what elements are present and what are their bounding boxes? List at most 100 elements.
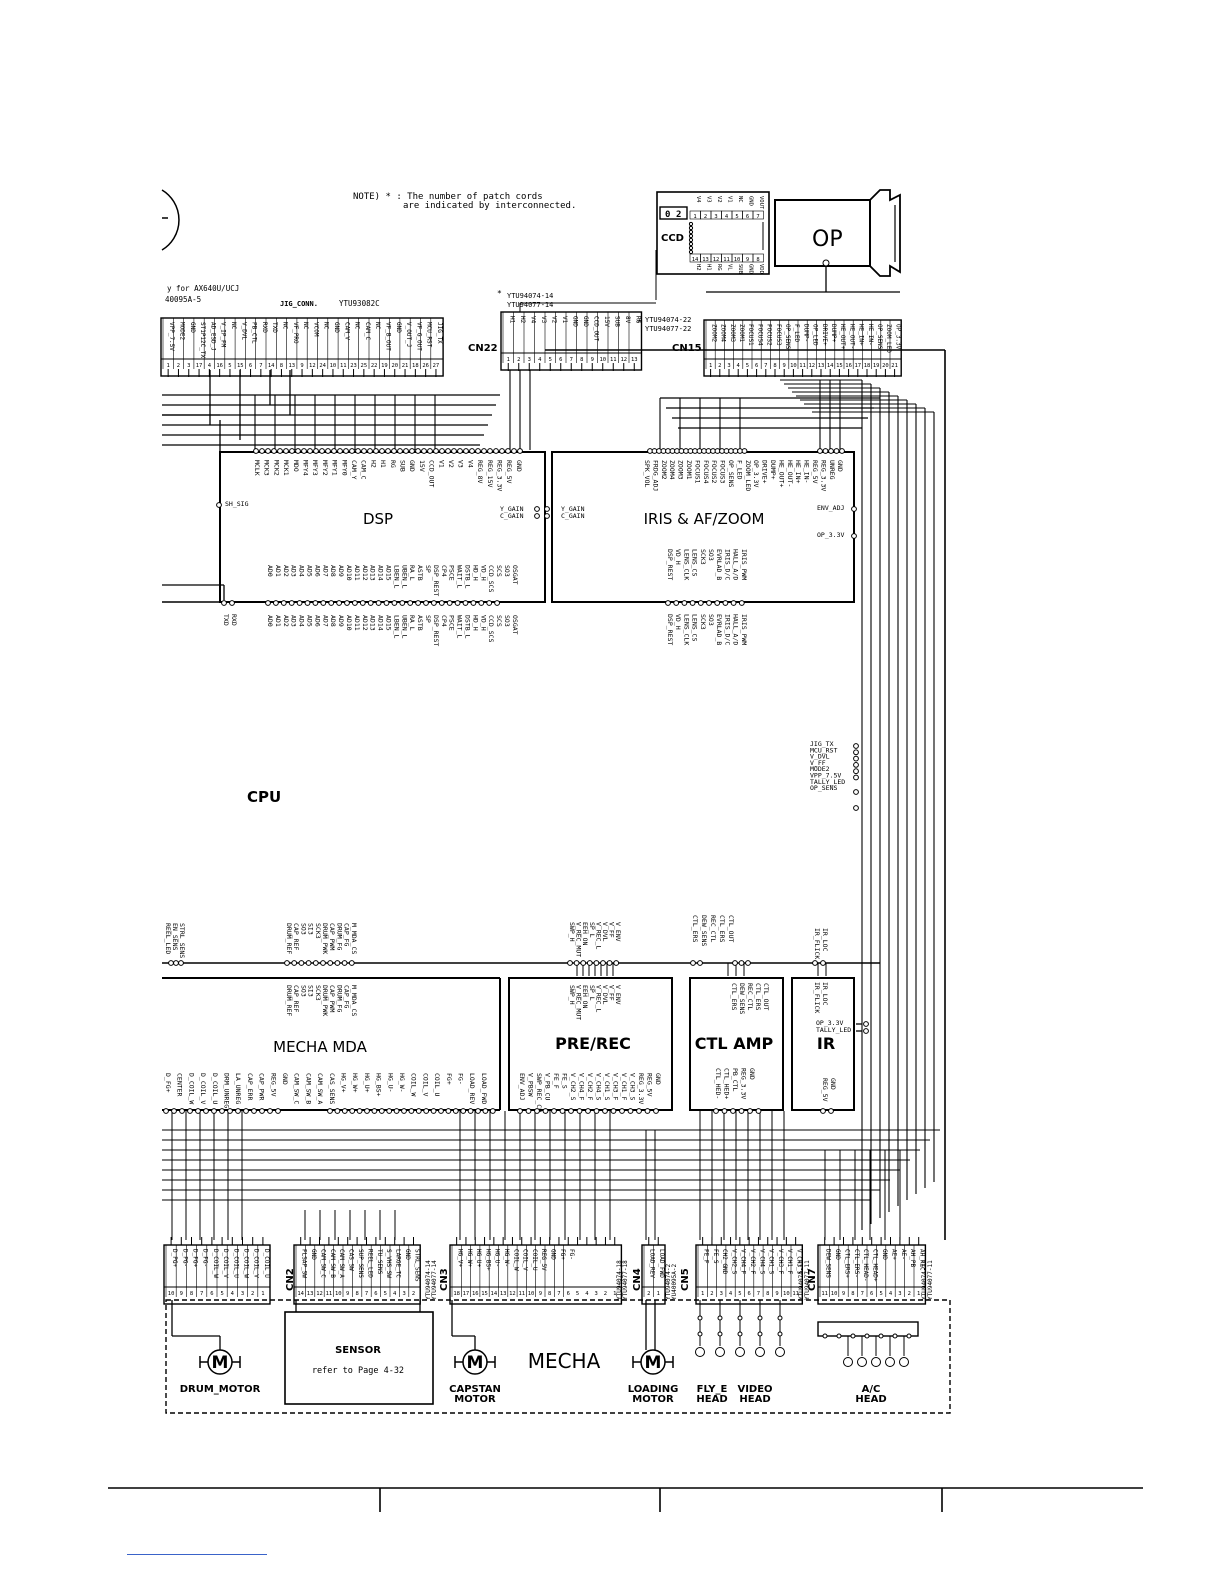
iris-bottom-pin: LENS_CS xyxy=(691,549,699,576)
cpu-pin-dot xyxy=(853,755,859,762)
cn7-part: YTU94074-11 xyxy=(921,1260,928,1300)
iris-bottom-pin: IRIS_PWM xyxy=(740,549,748,580)
cn7-connector-pin-number: 10 xyxy=(831,1291,838,1297)
head-pin xyxy=(717,1331,723,1337)
cn15-connector-pin: OP_SENS xyxy=(784,324,791,350)
cn5-connector-pin-number: 9 xyxy=(775,1291,778,1297)
cpu-pin-dot xyxy=(853,762,859,768)
ctl-label: CTL AMP xyxy=(695,1034,774,1053)
prerec-dot xyxy=(576,1108,583,1114)
jig-conn-label: JIG_CONN. xyxy=(280,300,318,308)
dsp-top-pin: MCLK xyxy=(253,460,261,476)
cpu-address-pin: HD_H xyxy=(471,615,479,631)
loading-motor xyxy=(640,1349,666,1375)
iris-left-pin: C_GAIN xyxy=(561,512,585,520)
ctl-inner-pin: CTL_ERS xyxy=(754,983,762,1010)
head-coil xyxy=(775,1347,785,1357)
mecha-mda-dot xyxy=(195,1108,201,1114)
ccd-pin-cell xyxy=(752,253,764,263)
jig-connector-pin: VF_PRO xyxy=(292,322,299,344)
iris-bottom-pin: SCK3 xyxy=(699,549,707,565)
mecha-mda-bottom-pin: FG- xyxy=(457,1073,465,1085)
cn4-part: YU40095A-2 xyxy=(671,1263,678,1300)
cn22-connector-pin: 8V xyxy=(624,316,631,324)
dsp-pin-dot xyxy=(433,448,439,454)
ctl-dot xyxy=(730,1108,736,1114)
prerec-inner-pin: SWP_H xyxy=(568,985,576,1005)
cpu-lens-pin: DSP_REST xyxy=(666,614,674,645)
mecha-mda-dot xyxy=(467,1108,474,1114)
cn3-connector-pin: COIL_U xyxy=(531,1249,538,1271)
cpu-right-pin: JIG_TX xyxy=(810,740,834,748)
dsp-pin-dot xyxy=(505,448,511,454)
page-link-underline[interactable] xyxy=(127,1554,267,1555)
mecha-mda-dot xyxy=(438,1108,444,1114)
note-text: are indicated by interconnected. xyxy=(403,201,576,211)
cn7-connector-pin: GND xyxy=(834,1249,841,1260)
cn7-connector-pin: AE+ xyxy=(890,1249,897,1260)
dsp-pin-dot xyxy=(391,600,398,606)
part-number: YTU94077-14 xyxy=(507,301,553,309)
iris-top-pin: HE_OUT- xyxy=(786,460,794,487)
mecha-mda-inner-pin: SO3 xyxy=(299,985,307,997)
prerec-top-pin: V_REC_MUT xyxy=(575,922,583,957)
mecha-mda-bottom-pin: FG+ xyxy=(445,1073,453,1085)
dsp-top-pin: CAM_C xyxy=(360,460,368,480)
cn5-connector-pin: V_CH2_F xyxy=(749,1249,756,1275)
jig-connector-body xyxy=(160,317,444,377)
dsp-pin-dot xyxy=(486,600,493,606)
ir-inner-pin: IR_LOC xyxy=(821,982,829,1006)
cn7-connector-pin: CTL_ERS+ xyxy=(843,1249,850,1278)
mecha-mda-dot xyxy=(251,1108,257,1114)
cn3-connector-pin-number: 13 xyxy=(500,1291,507,1297)
ctl-top-pin: CTL_ERS xyxy=(691,915,699,942)
cn22-connector-pin-number: 5 xyxy=(549,357,552,363)
cn2-connector-pin: GND xyxy=(310,1249,317,1260)
cn15-connector-pin: ZOOM_LED xyxy=(885,324,892,353)
cn3-connector-pin-number: 6 xyxy=(567,1291,570,1297)
iris-pin-dot xyxy=(822,448,829,454)
cn3-connector-pin-number: 14 xyxy=(491,1291,498,1297)
cn15-connector-pin: DRIVE+ xyxy=(821,324,828,346)
cn5-connector-pin: V_CH4_S xyxy=(758,1249,765,1275)
block-frames xyxy=(108,189,1143,1512)
cn15-connector-pin-number: 21 xyxy=(891,363,898,369)
cn3-connector-pin-number: 10 xyxy=(528,1291,535,1297)
cn7-connector-pin-number: 7 xyxy=(861,1291,864,1297)
capstan-label: CAPSTAN xyxy=(449,1384,501,1395)
mecha-mda-dot xyxy=(298,960,305,966)
jig-connector-pin: MCU_RST xyxy=(426,322,433,348)
ccd-lead-dot xyxy=(688,249,694,255)
iris-bottom-pin: IRIS_D/C xyxy=(723,549,731,580)
cn7-connector-pin-number: 6 xyxy=(870,1291,873,1297)
dsp-bottom-pin: AD3 xyxy=(290,565,298,577)
mecha-mda-left-pin: STRL_SENS xyxy=(178,923,186,958)
ccd-pin-number: 13 xyxy=(702,257,709,263)
dsp-label: DSP xyxy=(363,510,393,528)
jig-connector-pin-number: 13 xyxy=(288,363,295,369)
dsp-pin-dot xyxy=(534,513,540,519)
jig-connector-pin-number: 23 xyxy=(350,363,357,369)
ctl-inner-pin: CTL_OUT xyxy=(762,983,770,1010)
dsp-pin-dot xyxy=(307,448,313,454)
mecha-mda-dot xyxy=(452,1108,459,1114)
dsp-bottom-pin: UBEN_L xyxy=(400,565,408,589)
cn3-connector-pin-number: 18 xyxy=(453,1291,460,1297)
cpu-address-pin: AD0 xyxy=(266,615,274,627)
jig-connector-pin-number: 7 xyxy=(259,363,262,369)
cn3-connector-pin-number: 11 xyxy=(518,1291,525,1297)
drum-connector-pin-number: 5 xyxy=(220,1291,223,1297)
cn7-connector-pin-number: 8 xyxy=(851,1291,854,1297)
ccd-lead-dot xyxy=(688,225,694,231)
cpu-right-pin: V_FF xyxy=(810,759,826,767)
iris-top-pin: GND xyxy=(836,460,844,472)
ac-coil xyxy=(899,1357,909,1367)
dsp-top-pin: 15V xyxy=(418,460,426,472)
dsp-bottom-pin: PSCE xyxy=(448,565,456,581)
mecha-mda-inner-pin: DRUM_PWK xyxy=(321,985,329,1016)
drum-connector-pin: D_COIL_U xyxy=(263,1249,270,1278)
iris-top-pin: HE_IN+ xyxy=(794,460,802,484)
ctl-bottom-pin: REG_3.3V xyxy=(740,1068,748,1099)
dsp-pin-dot xyxy=(457,448,463,454)
